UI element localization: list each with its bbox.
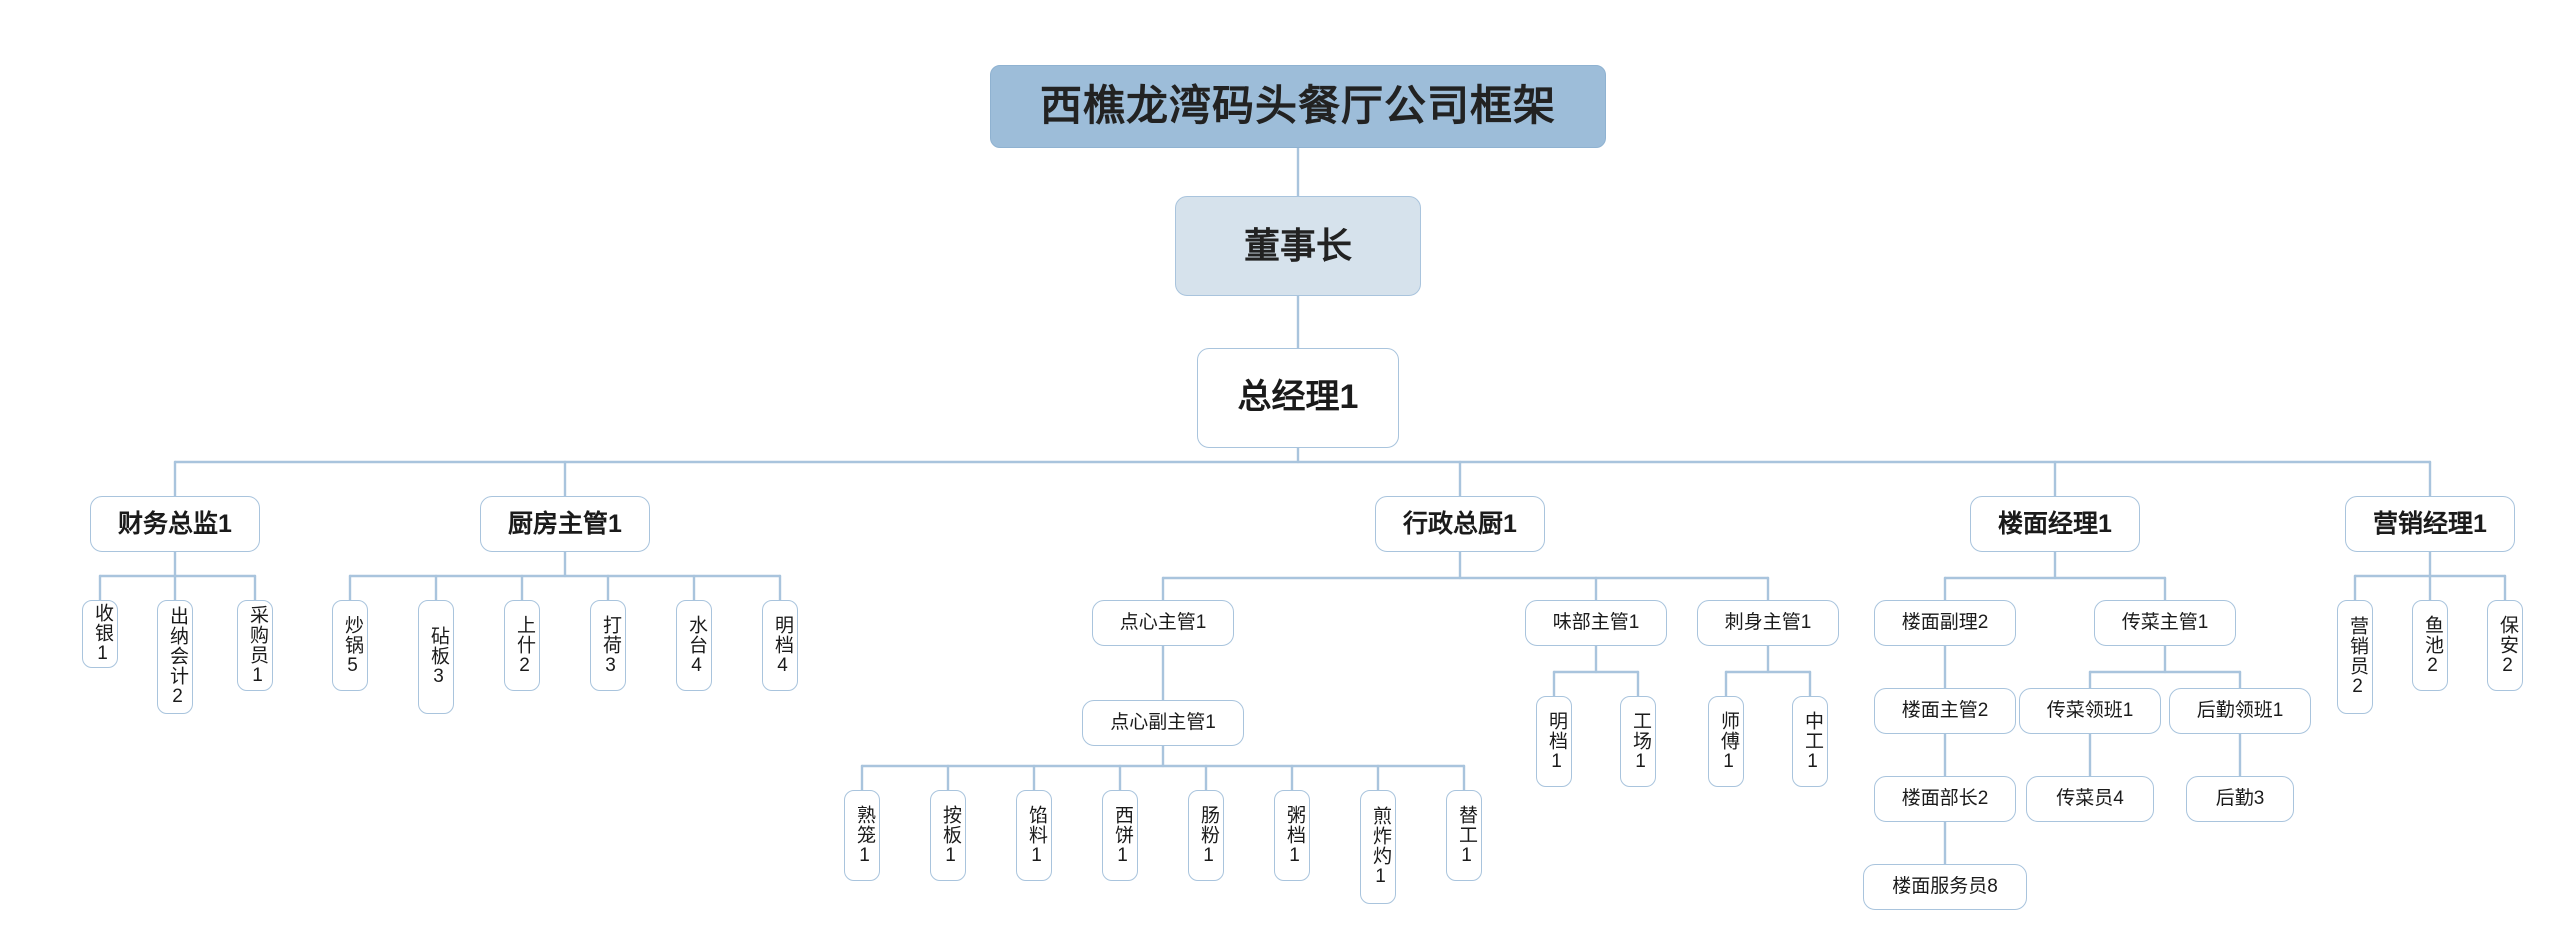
node-floor-section-chief-label: 楼面部长2 [1901,788,1989,810]
node-floor-server-label: 楼面服务员8 [1892,876,1998,898]
node-marketing-staff-label: 营销员2 [2347,616,2368,698]
node-floor-section-chief[interactable]: 楼面部长2 [1874,776,2016,822]
node-rice-noodle-roll-label: 肠粉1 [1198,804,1219,867]
node-logistics-staff-label: 后勤3 [2215,788,2265,810]
node-chopping-board-label: 砧板3 [428,626,449,688]
node-cashier[interactable]: 收银1 [82,600,118,668]
node-flavor-supervisor-label: 味部主管1 [1552,612,1640,634]
node-executive-chef[interactable]: 行政总厨1 [1375,496,1545,552]
node-wok[interactable]: 炒锅5 [332,600,368,691]
node-western-pastry[interactable]: 西饼1 [1102,790,1138,881]
node-water-station[interactable]: 水台4 [676,600,712,691]
node-mid-worker[interactable]: 中工1 [1792,696,1828,787]
node-floor-deputy-manager[interactable]: 楼面副理2 [1874,600,2016,646]
node-kitchen-supervisor[interactable]: 厨房主管1 [480,496,650,552]
node-flavor-supervisor[interactable]: 味部主管1 [1525,600,1667,646]
node-chairman[interactable]: 董事长 [1175,196,1421,296]
node-logistics-leader-label: 后勤领班1 [2196,700,2284,722]
node-dimsum-supervisor[interactable]: 点心主管1 [1092,600,1234,646]
node-master-chef-label: 师傅1 [1718,710,1739,773]
node-food-runner-supervisor-label: 传菜主管1 [2121,612,2209,634]
node-marketing-manager[interactable]: 营销经理1 [2345,496,2515,552]
node-food-runner-leader[interactable]: 传菜领班1 [2019,688,2161,734]
node-finance-director[interactable]: 财务总监1 [90,496,260,552]
node-rice-noodle-roll[interactable]: 肠粉1 [1188,790,1224,881]
node-cashier-label: 收银1 [92,603,113,665]
node-floor-supervisor[interactable]: 楼面主管2 [1874,688,2016,734]
node-purchaser-label: 采购员1 [247,604,268,687]
node-dough-press[interactable]: 按板1 [930,790,966,881]
node-finance-director-label: 财务总监1 [118,509,232,538]
node-open-kitchen-1-label: 明档1 [1546,710,1567,773]
node-water-station-label: 水台4 [686,614,707,677]
node-relief-worker[interactable]: 替工1 [1446,790,1482,881]
node-floor-server[interactable]: 楼面服务员8 [1863,864,2027,910]
node-plating[interactable]: 打荷3 [590,600,626,691]
node-dimsum-deputy-supervisor-label: 点心副主管1 [1110,712,1216,734]
node-food-runner-staff-label: 传菜员4 [2056,788,2124,810]
node-steamer-basket-label: 熟笼1 [854,804,875,867]
node-sashimi-supervisor-label: 刺身主管1 [1724,612,1812,634]
node-steaming-label: 上什2 [514,614,535,677]
node-floor-manager-label: 楼面经理1 [1998,509,2112,538]
node-wok-label: 炒锅5 [342,614,363,677]
node-floor-supervisor-label: 楼面主管2 [1901,700,1989,722]
node-food-runner-leader-label: 传菜领班1 [2046,700,2134,722]
node-relief-worker-label: 替工1 [1456,804,1477,867]
node-open-kitchen-4-label: 明档4 [772,614,793,677]
node-dimsum-supervisor-label: 点心主管1 [1119,612,1207,634]
node-executive-chef-label: 行政总厨1 [1403,509,1517,538]
node-open-kitchen-1[interactable]: 明档1 [1536,696,1572,787]
node-cashier-accountant[interactable]: 出纳会计2 [157,600,193,714]
node-dimsum-deputy-supervisor[interactable]: 点心副主管1 [1082,700,1244,746]
node-filling-label: 馅料1 [1026,804,1047,867]
node-dough-press-label: 按板1 [940,804,961,867]
node-general-manager-label: 总经理1 [1237,378,1359,417]
node-security[interactable]: 保安2 [2487,600,2523,691]
node-fry-blanch-label: 煎炸灼1 [1370,806,1391,888]
node-mid-worker-label: 中工1 [1802,710,1823,773]
node-sashimi-supervisor[interactable]: 刺身主管1 [1697,600,1839,646]
node-steamer-basket[interactable]: 熟笼1 [844,790,880,881]
node-congee-station-label: 粥档1 [1284,804,1305,867]
node-marketing-manager-label: 营销经理1 [2373,509,2487,538]
node-food-runner-supervisor[interactable]: 传菜主管1 [2094,600,2236,646]
node-open-kitchen-4[interactable]: 明档4 [762,600,798,691]
node-purchaser[interactable]: 采购员1 [237,600,273,691]
chart-title-box: 西樵龙湾码头餐厅公司框架 [990,65,1606,148]
node-logistics-leader[interactable]: 后勤领班1 [2169,688,2311,734]
node-chairman-label: 董事长 [1243,225,1352,267]
node-congee-station[interactable]: 粥档1 [1274,790,1310,881]
node-kitchen-supervisor-label: 厨房主管1 [508,509,622,538]
node-steaming[interactable]: 上什2 [504,600,540,691]
node-logistics-staff[interactable]: 后勤3 [2186,776,2294,822]
node-marketing-staff[interactable]: 营销员2 [2337,600,2373,714]
node-general-manager[interactable]: 总经理1 [1197,348,1399,448]
node-workshop[interactable]: 工场1 [1620,696,1656,787]
node-security-label: 保安2 [2497,614,2518,677]
node-cashier-accountant-label: 出纳会计2 [167,606,188,708]
node-workshop-label: 工场1 [1630,710,1651,773]
node-floor-deputy-manager-label: 楼面副理2 [1901,612,1989,634]
node-western-pastry-label: 西饼1 [1112,804,1133,867]
node-master-chef[interactable]: 师傅1 [1708,696,1744,787]
node-food-runner-staff[interactable]: 传菜员4 [2026,776,2154,822]
node-fry-blanch[interactable]: 煎炸灼1 [1360,790,1396,904]
node-plating-label: 打荷3 [600,614,621,677]
node-chopping-board[interactable]: 砧板3 [418,600,454,714]
node-filling[interactable]: 馅料1 [1016,790,1052,881]
node-fish-pond[interactable]: 鱼池2 [2412,600,2448,691]
node-fish-pond-label: 鱼池2 [2422,614,2443,677]
node-floor-manager[interactable]: 楼面经理1 [1970,496,2140,552]
chart-title-text: 西樵龙湾码头餐厅公司框架 [1039,82,1556,130]
